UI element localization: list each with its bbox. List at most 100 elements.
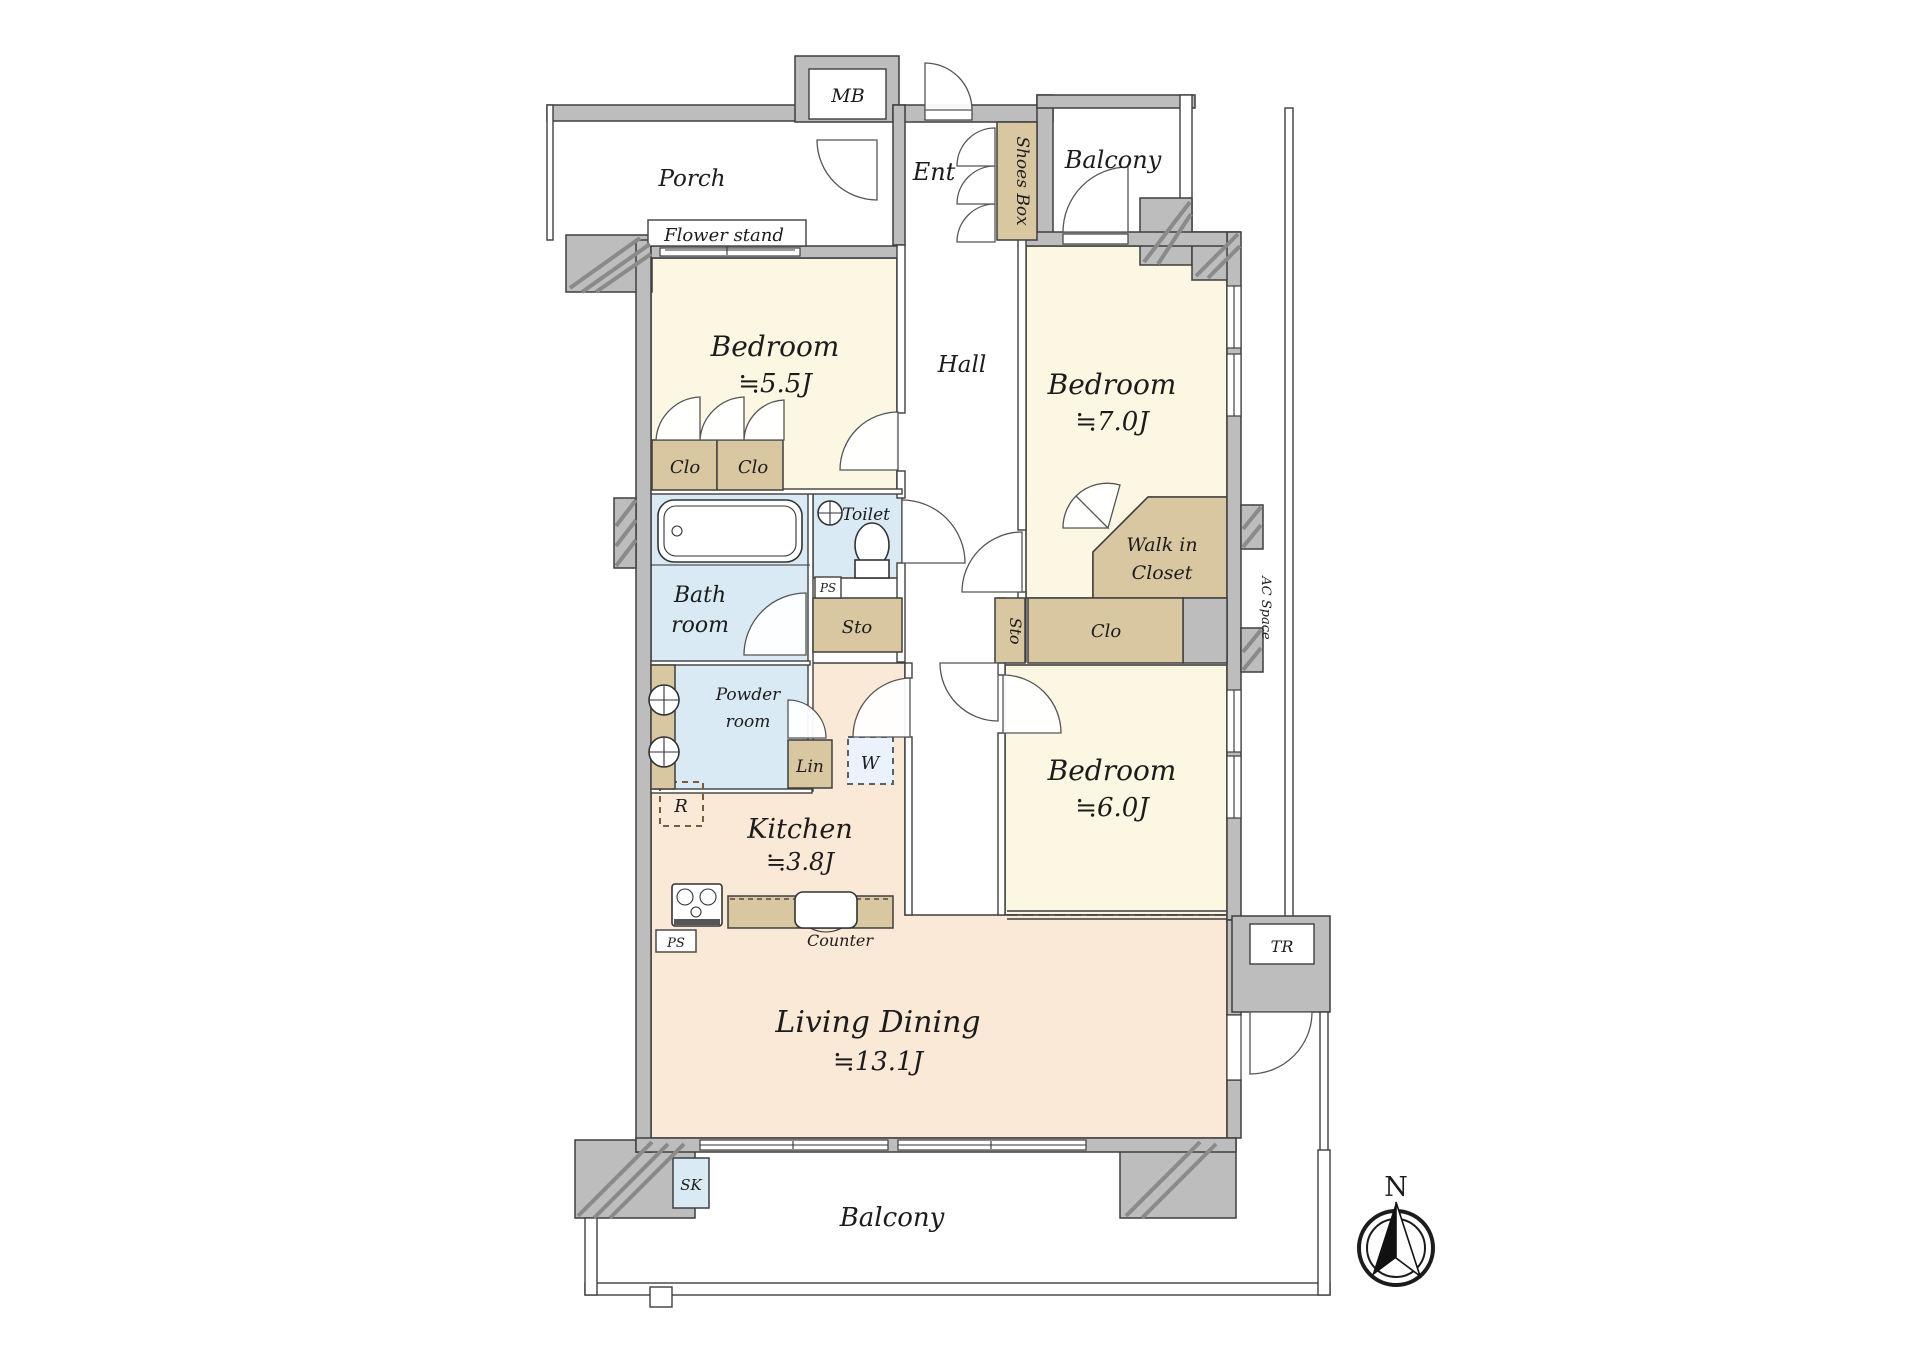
sink-edge bbox=[809, 927, 843, 933]
bedroom1-window bbox=[659, 247, 801, 257]
toilet-label: Toilet bbox=[842, 505, 890, 525]
balcony-door-opening bbox=[1062, 233, 1129, 245]
ps2-label: PS bbox=[666, 936, 685, 951]
flower-stand-label: Flower stand bbox=[663, 225, 784, 246]
washer-space bbox=[847, 736, 894, 785]
bedroom3-size: ≒6.0J bbox=[1075, 793, 1150, 823]
bedroom1-label: Bedroom bbox=[710, 330, 840, 363]
walk-in-closet-door bbox=[1062, 482, 1121, 530]
ent-label: Ent bbox=[912, 158, 956, 186]
balcony-bottom-south-wall bbox=[584, 1282, 1331, 1296]
ac-space-label: AC Space bbox=[1258, 575, 1273, 640]
shoes-box bbox=[996, 121, 1038, 241]
pillar-hatches bbox=[568, 200, 1263, 1220]
counter-label: Counter bbox=[807, 931, 874, 950]
closet-b-label: Clo bbox=[738, 457, 769, 478]
closet-c bbox=[1027, 597, 1184, 664]
stove-grill bbox=[674, 919, 720, 925]
hall-label: Hall bbox=[937, 352, 986, 378]
balcony-bottom-west-wall bbox=[584, 1217, 598, 1296]
compass-needle-dark bbox=[1372, 1202, 1396, 1276]
window-frame-lines-south bbox=[700, 1141, 1086, 1149]
tr-label: TR bbox=[1271, 937, 1294, 956]
wall-porch-north bbox=[546, 104, 798, 122]
ld-east-door-opening bbox=[1226, 1014, 1242, 1081]
kitchen-counter bbox=[727, 891, 894, 933]
kitchen-sink bbox=[794, 891, 858, 929]
kitchen-size: ≒3.8J bbox=[766, 848, 835, 876]
bedroom2-size: ≒7.0J bbox=[1075, 407, 1150, 437]
living-dining-label: Living Dining bbox=[774, 1005, 980, 1040]
bath-label-2: room bbox=[671, 613, 729, 638]
wall-corridor-west-b bbox=[904, 736, 913, 916]
flower-stand-box bbox=[647, 219, 807, 247]
balcony-bottom-east-wall bbox=[1317, 1149, 1331, 1296]
wall-corridor-west-a bbox=[904, 662, 913, 679]
balcony-top-door bbox=[1062, 166, 1129, 233]
bathtub bbox=[657, 499, 803, 563]
kitchen-door bbox=[852, 677, 911, 738]
balcony-bottom-label: Balcony bbox=[839, 1203, 945, 1233]
closet-b bbox=[716, 439, 784, 491]
wall-shoesbox-east bbox=[1036, 94, 1054, 246]
mb-box bbox=[808, 68, 887, 120]
balcony-drain-box bbox=[649, 1286, 673, 1308]
ps1-label: PS bbox=[819, 581, 836, 595]
wall-powder-kitchen bbox=[650, 788, 813, 794]
balcony-top-label: Balcony bbox=[1064, 146, 1162, 174]
pipe-space-1 bbox=[814, 576, 842, 599]
pipe-space-2 bbox=[655, 929, 697, 953]
labels: MB Porch Flower stand Ent Shoes Box Balc… bbox=[657, 85, 1293, 1233]
wall-hall-west-b bbox=[896, 470, 906, 499]
wall-corridor-east-b bbox=[997, 732, 1006, 916]
compass-icon: N bbox=[1357, 1172, 1435, 1287]
toilet-door bbox=[901, 499, 966, 564]
bedroom2-label: Bedroom bbox=[1047, 368, 1177, 401]
porch-door bbox=[816, 139, 878, 201]
windows bbox=[665, 247, 1242, 1151]
wall-stub-east-b bbox=[1240, 627, 1264, 673]
wall-stub-east-a bbox=[1240, 504, 1264, 550]
linen-closet bbox=[787, 739, 833, 789]
wall-ent-north bbox=[892, 104, 1054, 123]
stove bbox=[671, 883, 723, 927]
tr-door bbox=[1249, 1011, 1313, 1075]
bedroom1-door bbox=[839, 411, 899, 471]
closet-folding-doors bbox=[655, 396, 785, 441]
washer-label: W bbox=[861, 753, 881, 774]
wall-clo-east bbox=[1182, 597, 1228, 664]
wic-label-2: Closet bbox=[1132, 562, 1193, 584]
compass-n-label: N bbox=[1384, 1172, 1408, 1203]
shoes-box-label: Shoes Box bbox=[1012, 136, 1032, 226]
refrigerator-label: R bbox=[673, 796, 688, 817]
storage-2 bbox=[994, 597, 1026, 664]
slop-sink-box bbox=[672, 1157, 710, 1209]
bath-door bbox=[743, 592, 807, 656]
wall-hall-west-a bbox=[896, 244, 906, 414]
porch-west-line bbox=[546, 104, 554, 241]
fixtures bbox=[648, 499, 894, 933]
tr-corridor-line bbox=[1319, 1011, 1329, 1153]
bedroom2-door bbox=[961, 531, 1023, 593]
toilet-fixture bbox=[817, 500, 890, 579]
storage1-label: Sto bbox=[842, 617, 873, 638]
closets bbox=[647, 121, 1184, 1209]
mb-label: MB bbox=[830, 85, 864, 107]
doors bbox=[655, 62, 1313, 1075]
wall-bath-powder bbox=[650, 660, 811, 666]
compass-needle-light bbox=[1395, 1201, 1422, 1279]
bedroom3-door bbox=[1002, 674, 1062, 734]
shoes-box-doors bbox=[956, 127, 996, 243]
storage-1 bbox=[812, 597, 903, 653]
vanity-basins bbox=[648, 664, 680, 790]
wic-label-1: Walk in bbox=[1126, 534, 1197, 556]
partition-bedroom3-ld bbox=[1007, 910, 1227, 920]
ac-space-outer-line bbox=[1284, 107, 1294, 919]
closet-c-label: Clo bbox=[1091, 621, 1122, 642]
closet-a bbox=[651, 439, 718, 491]
bedroom3-label: Bedroom bbox=[1047, 754, 1177, 787]
linen-door bbox=[787, 699, 827, 739]
bath-label-1: Bath bbox=[673, 583, 726, 608]
